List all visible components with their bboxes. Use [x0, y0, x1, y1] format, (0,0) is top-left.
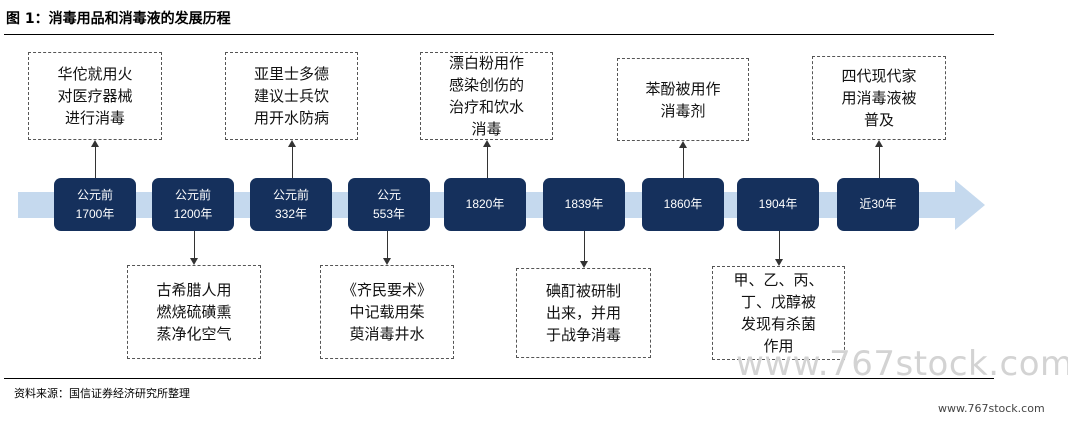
arrowhead-up: [482, 140, 491, 147]
timeline-node: 公元前 1700年: [54, 178, 136, 231]
connector-line: [879, 146, 880, 178]
top-rule: [4, 34, 994, 35]
timeline-node: 1820年: [444, 178, 526, 231]
timeline-node: 1860年: [642, 178, 724, 231]
event-box: 华佗就用火 对医疗器械 进行消毒: [28, 52, 162, 140]
watermark-large: www.767stock.com: [736, 344, 1068, 384]
arrowhead-down: [190, 258, 198, 265]
arrowhead-up: [91, 140, 99, 147]
arrowhead-down: [579, 261, 588, 268]
event-box: 苯酚被用作 消毒剂: [617, 58, 749, 141]
timeline-node: 公元前 332年: [250, 178, 332, 231]
figure-title: 图 1：消毒用品和消毒液的发展历程: [6, 11, 231, 27]
connector-line: [683, 147, 684, 178]
connector-line: [486, 146, 488, 178]
timeline-node: 1904年: [737, 178, 819, 231]
connector-line: [194, 231, 195, 258]
arrowhead-up: [287, 140, 296, 147]
watermark-small: www.767stock.com: [938, 402, 1045, 415]
arrowhead-down: [383, 258, 391, 265]
bottom-rule: [4, 378, 994, 379]
source-note: 资料来源：国信证券经济研究所整理: [14, 387, 190, 400]
event-box: 四代现代家 用消毒液被 普及: [812, 56, 946, 140]
connector-line: [95, 146, 96, 178]
connector-line: [291, 146, 293, 178]
timeline-node: 近30年: [837, 178, 919, 231]
timeline-node: 公元前 1200年: [152, 178, 234, 231]
arrowhead-up: [679, 141, 687, 148]
arrowhead-up: [875, 140, 883, 147]
event-box: 碘酊被研制 出来，并用 于战争消毒: [516, 268, 651, 358]
connector-line: [583, 231, 585, 261]
timeline-node: 1839年: [543, 178, 625, 231]
event-box: 《齐民要术》 中记载用茱 萸消毒井水: [320, 265, 454, 359]
connector-line: [778, 231, 780, 259]
arrowhead-down: [774, 259, 783, 266]
event-box: 古希腊人用 燃烧硫磺熏 蒸净化空气: [127, 265, 261, 359]
event-box: 亚里士多德 建议士兵饮 用开水防病: [225, 52, 358, 140]
connector-line: [387, 231, 388, 258]
event-box: 甲、乙、丙、 丁、戊醇被 发现有杀菌 作用: [712, 266, 845, 360]
timeline-node: 公元 553年: [348, 178, 430, 231]
event-box: 漂白粉用作 感染创伤的 治疗和饮水 消毒: [420, 52, 553, 140]
